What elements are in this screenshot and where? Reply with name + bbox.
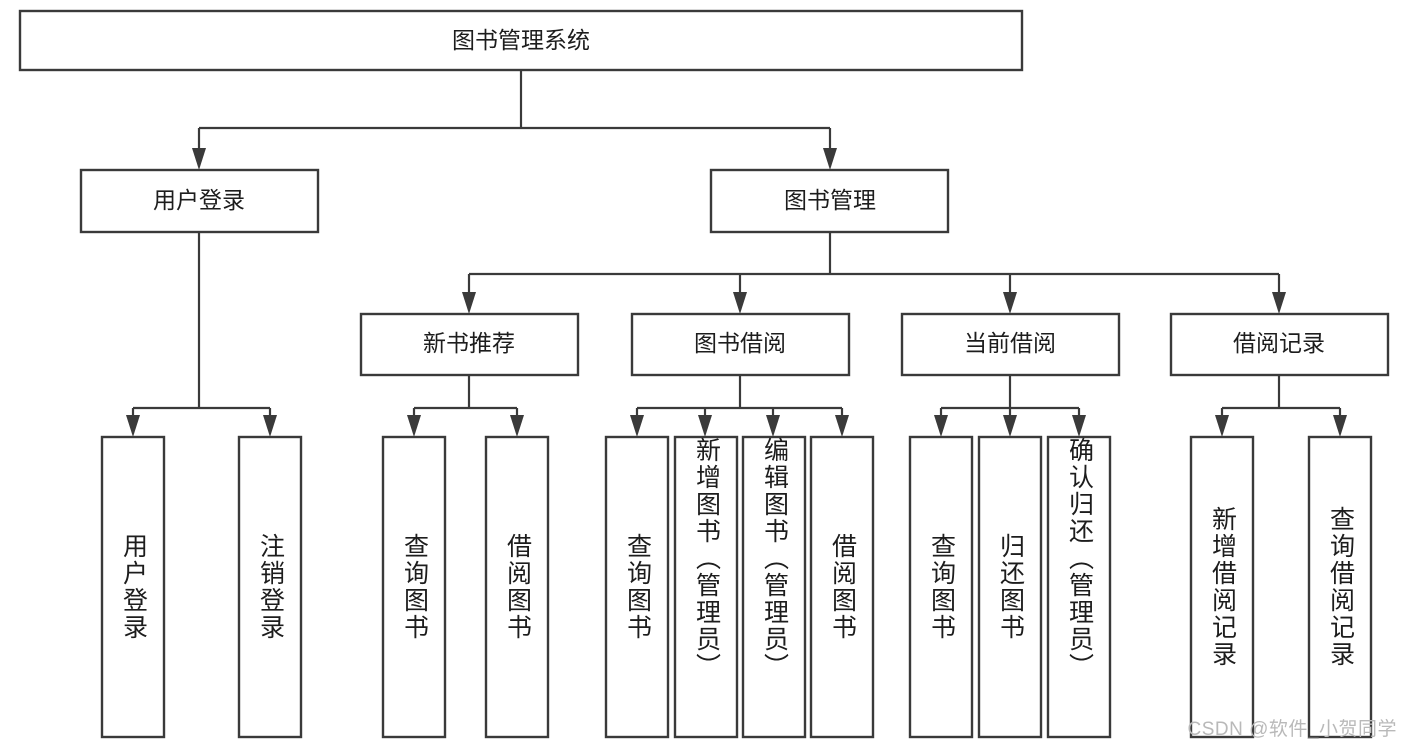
arrow-to-book-borrow [733, 292, 747, 314]
arrow-to-current-borrow [1003, 292, 1017, 314]
arrow-current-borrow-leaf1 [934, 415, 948, 437]
arrow-user-login-leaf1 [126, 415, 140, 437]
arrow-current-borrow-leaf2 [1003, 415, 1017, 437]
arrow-borrow-record-leaf1 [1215, 415, 1229, 437]
node-book-manage-label: 图书管理 [784, 187, 876, 213]
arrow-new-book-leaf1 [407, 415, 421, 437]
arrow-current-borrow-leaf3 [1072, 415, 1086, 437]
leaf-box-logout[interactable] [237, 435, 303, 739]
leaf-box-query-book-2[interactable] [604, 435, 670, 739]
leaf-boxes [100, 435, 1373, 739]
node-book-borrow[interactable]: 图书借阅 [630, 312, 851, 377]
node-book-manage[interactable]: 图书管理 [709, 168, 950, 234]
arrow-borrow-record-leaf2 [1333, 415, 1347, 437]
node-book-borrow-box[interactable] [630, 312, 851, 377]
arrow-to-book-manage [823, 148, 837, 170]
node-current-borrow[interactable]: 当前借阅 [900, 312, 1121, 377]
leaf-box-add-book-admin[interactable] [673, 435, 739, 739]
leaf-box-add-borrow-record[interactable] [1189, 435, 1255, 739]
node-current-borrow-box[interactable] [900, 312, 1121, 377]
node-book-manage-box[interactable] [709, 168, 950, 234]
node-book-borrow-label: 图书借阅 [694, 330, 786, 356]
arrow-to-borrow-record [1272, 292, 1286, 314]
node-borrow-record-label: 借阅记录 [1233, 330, 1325, 356]
leaf-box-edit-book-admin[interactable] [741, 435, 807, 739]
node-new-book-recommend-label: 新书推荐 [423, 330, 515, 356]
leaf-box-user-login[interactable] [100, 435, 166, 739]
node-user-login[interactable]: 用户登录 [79, 168, 320, 234]
arrow-book-borrow-leaf1 [630, 415, 644, 437]
leaf-box-query-book-1[interactable] [381, 435, 447, 739]
arrow-to-new-book [462, 292, 476, 314]
node-new-book-recommend-box[interactable] [359, 312, 580, 377]
node-root[interactable]: 图书管理系统 [18, 9, 1024, 72]
arrow-user-login-leaf2 [263, 415, 277, 437]
leaf-box-return-book[interactable] [977, 435, 1043, 739]
connectors [126, 70, 1347, 437]
csdn-watermark: CSDN @软件_小贺同学 [1187, 719, 1397, 740]
leaf-box-confirm-return-admin[interactable] [1046, 435, 1112, 739]
leaf-box-borrow-book-1[interactable] [484, 435, 550, 739]
arrow-to-user-login [192, 148, 206, 170]
node-new-book-recommend[interactable]: 新书推荐 [359, 312, 580, 377]
node-borrow-record-box[interactable] [1169, 312, 1390, 377]
leaf-box-borrow-book-2[interactable] [809, 435, 875, 739]
node-borrow-record[interactable]: 借阅记录 [1169, 312, 1390, 377]
arrow-book-borrow-leaf2 [698, 415, 712, 437]
arrow-new-book-leaf2 [510, 415, 524, 437]
node-root-label: 图书管理系统 [452, 27, 590, 53]
leaf-box-query-book-3[interactable] [908, 435, 974, 739]
node-current-borrow-label: 当前借阅 [964, 330, 1056, 356]
leaf-box-query-borrow-record[interactable] [1307, 435, 1373, 739]
node-user-login-box[interactable] [79, 168, 320, 234]
arrow-book-borrow-leaf3 [766, 415, 780, 437]
arrow-book-borrow-leaf4 [835, 415, 849, 437]
node-user-login-label: 用户登录 [153, 187, 245, 213]
node-root-box[interactable] [18, 9, 1024, 72]
